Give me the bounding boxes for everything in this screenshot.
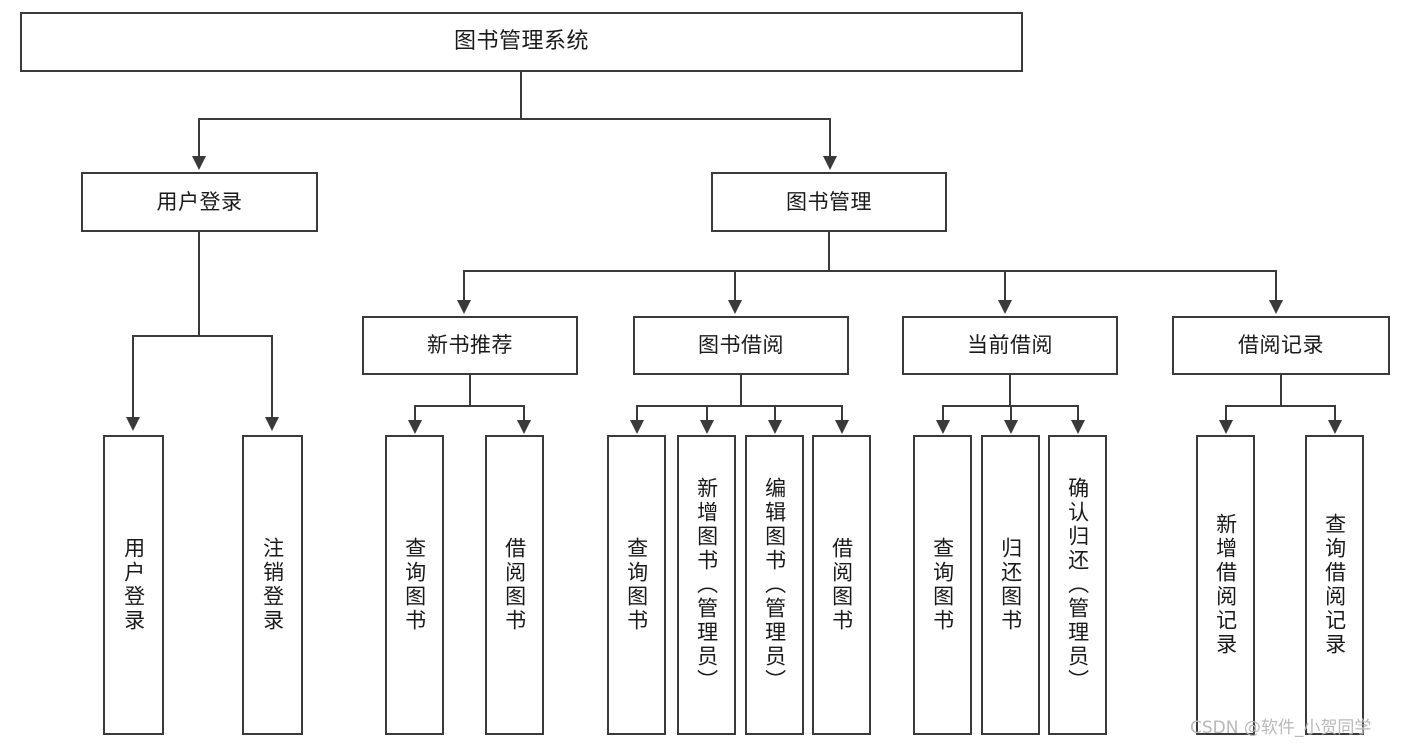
connector-drop-new-book-recommend bbox=[463, 270, 465, 302]
node-label: 新增借阅记录 bbox=[1213, 513, 1238, 657]
connector-drop-user-login-leaf-1 bbox=[132, 335, 134, 419]
arrow-to-book-management bbox=[823, 156, 837, 170]
node-label: 借阅图书 bbox=[829, 537, 854, 633]
node-root-book-management-system[interactable]: 图书管理系统 bbox=[20, 12, 1023, 72]
node-label: 查询图书 bbox=[624, 537, 649, 633]
connector-drop-br-leaf-2 bbox=[1334, 405, 1336, 423]
arrow-to-nbr-leaf-1 bbox=[408, 420, 422, 434]
arrow-to-new-book-recommend bbox=[457, 300, 471, 314]
node-label: 新书推荐 bbox=[427, 333, 513, 358]
arrow-to-current-borrow bbox=[998, 300, 1012, 314]
leaf-user-login-login[interactable]: 用户登录 bbox=[103, 435, 164, 735]
connector-book-borrow-stem bbox=[740, 375, 742, 405]
connector-current-borrow-stem bbox=[1009, 375, 1011, 405]
node-label: 图书借阅 bbox=[698, 333, 784, 358]
connector-drop-book-borrow bbox=[734, 270, 736, 302]
node-label: 用户登录 bbox=[121, 537, 146, 633]
arrow-to-user-login bbox=[192, 156, 206, 170]
arrow-to-cb-leaf-1 bbox=[936, 420, 950, 434]
node-label: 借阅记录 bbox=[1238, 333, 1324, 358]
arrow-to-br-leaf-1 bbox=[1219, 420, 1233, 434]
connector-user-login-bar bbox=[133, 335, 273, 337]
arrow-to-bb-leaf-4 bbox=[835, 420, 849, 434]
node-user-login[interactable]: 用户登录 bbox=[81, 172, 318, 232]
leaf-cb-return-book[interactable]: 归还图书 bbox=[981, 435, 1040, 735]
arrow-to-bb-leaf-1 bbox=[630, 420, 644, 434]
connector-book-management-stem bbox=[828, 232, 830, 270]
node-label: 用户登录 bbox=[156, 189, 243, 214]
arrow-to-cb-leaf-3 bbox=[1071, 420, 1085, 434]
leaf-nbr-borrow-book[interactable]: 借阅图书 bbox=[485, 435, 544, 735]
node-book-borrow[interactable]: 图书借阅 bbox=[633, 316, 849, 375]
node-label: 当前借阅 bbox=[967, 333, 1053, 358]
connector-level1-bar bbox=[199, 118, 831, 120]
leaf-bb-edit-book-admin[interactable]: 编辑图书（管理员） bbox=[745, 435, 804, 735]
leaf-cb-confirm-return-admin[interactable]: 确认归还（管理员） bbox=[1048, 435, 1107, 735]
arrow-to-user-login-leaf-1 bbox=[126, 417, 140, 431]
connector-level2-bar bbox=[464, 270, 1276, 272]
arrow-to-borrow-record bbox=[1269, 300, 1283, 314]
connector-drop-user-login-leaf-2 bbox=[271, 335, 273, 419]
leaf-bb-query-book[interactable]: 查询图书 bbox=[607, 435, 666, 735]
node-label: 新增图书（管理员） bbox=[694, 477, 719, 693]
connector-root-stem bbox=[520, 72, 522, 118]
connector-drop-borrow-record bbox=[1275, 270, 1277, 302]
node-label: 查询图书 bbox=[930, 537, 955, 633]
arrow-to-user-login-leaf-2 bbox=[265, 417, 279, 431]
leaf-br-add-borrow-record[interactable]: 新增借阅记录 bbox=[1196, 435, 1255, 735]
connector-drop-bb-leaf-4 bbox=[841, 405, 843, 423]
node-current-borrow[interactable]: 当前借阅 bbox=[902, 316, 1118, 375]
arrow-to-bb-leaf-2 bbox=[700, 420, 714, 434]
connector-drop-cb-leaf-1 bbox=[942, 405, 944, 423]
connector-drop-user-login bbox=[198, 118, 200, 158]
connector-borrow-record-stem bbox=[1280, 375, 1282, 405]
connector-new-book-recommend-bar bbox=[415, 405, 525, 407]
arrow-to-br-leaf-2 bbox=[1328, 420, 1342, 434]
connector-user-login-stem bbox=[198, 232, 200, 335]
node-label: 查询借阅记录 bbox=[1322, 513, 1347, 657]
leaf-br-query-borrow-record[interactable]: 查询借阅记录 bbox=[1305, 435, 1364, 735]
connector-drop-book-management bbox=[829, 118, 831, 158]
node-borrow-record[interactable]: 借阅记录 bbox=[1172, 316, 1390, 375]
leaf-nbr-query-book[interactable]: 查询图书 bbox=[385, 435, 444, 735]
connector-drop-cb-leaf-2 bbox=[1010, 405, 1012, 423]
leaf-bb-borrow-book[interactable]: 借阅图书 bbox=[812, 435, 871, 735]
node-label: 借阅图书 bbox=[502, 537, 527, 633]
leaf-bb-add-book-admin[interactable]: 新增图书（管理员） bbox=[677, 435, 736, 735]
connector-borrow-record-bar bbox=[1226, 405, 1336, 407]
arrow-to-nbr-leaf-2 bbox=[517, 420, 531, 434]
connector-drop-cb-leaf-3 bbox=[1077, 405, 1079, 423]
leaf-cb-query-book[interactable]: 查询图书 bbox=[913, 435, 972, 735]
node-label: 图书管理 bbox=[786, 189, 872, 214]
connector-drop-current-borrow bbox=[1004, 270, 1006, 302]
leaf-user-login-logout[interactable]: 注销登录 bbox=[242, 435, 303, 735]
node-label: 确认归还（管理员） bbox=[1065, 477, 1090, 693]
node-label: 编辑图书（管理员） bbox=[762, 477, 787, 693]
arrow-to-book-borrow bbox=[728, 300, 742, 314]
arrow-to-cb-leaf-2 bbox=[1004, 420, 1018, 434]
node-new-book-recommend[interactable]: 新书推荐 bbox=[362, 316, 578, 375]
node-label: 归还图书 bbox=[998, 537, 1023, 633]
connector-new-book-recommend-stem bbox=[469, 375, 471, 405]
arrow-to-bb-leaf-3 bbox=[768, 420, 782, 434]
node-label: 查询图书 bbox=[402, 537, 427, 633]
connector-drop-bb-leaf-3 bbox=[774, 405, 776, 423]
connector-drop-bb-leaf-1 bbox=[636, 405, 638, 423]
node-book-management[interactable]: 图书管理 bbox=[711, 172, 947, 232]
node-label: 图书管理系统 bbox=[453, 28, 589, 54]
connector-drop-nbr-leaf-1 bbox=[414, 405, 416, 423]
connector-drop-br-leaf-1 bbox=[1225, 405, 1227, 423]
connector-drop-nbr-leaf-2 bbox=[523, 405, 525, 423]
connector-book-borrow-bar bbox=[637, 405, 843, 407]
node-label: 注销登录 bbox=[260, 537, 285, 633]
connector-drop-bb-leaf-2 bbox=[706, 405, 708, 423]
